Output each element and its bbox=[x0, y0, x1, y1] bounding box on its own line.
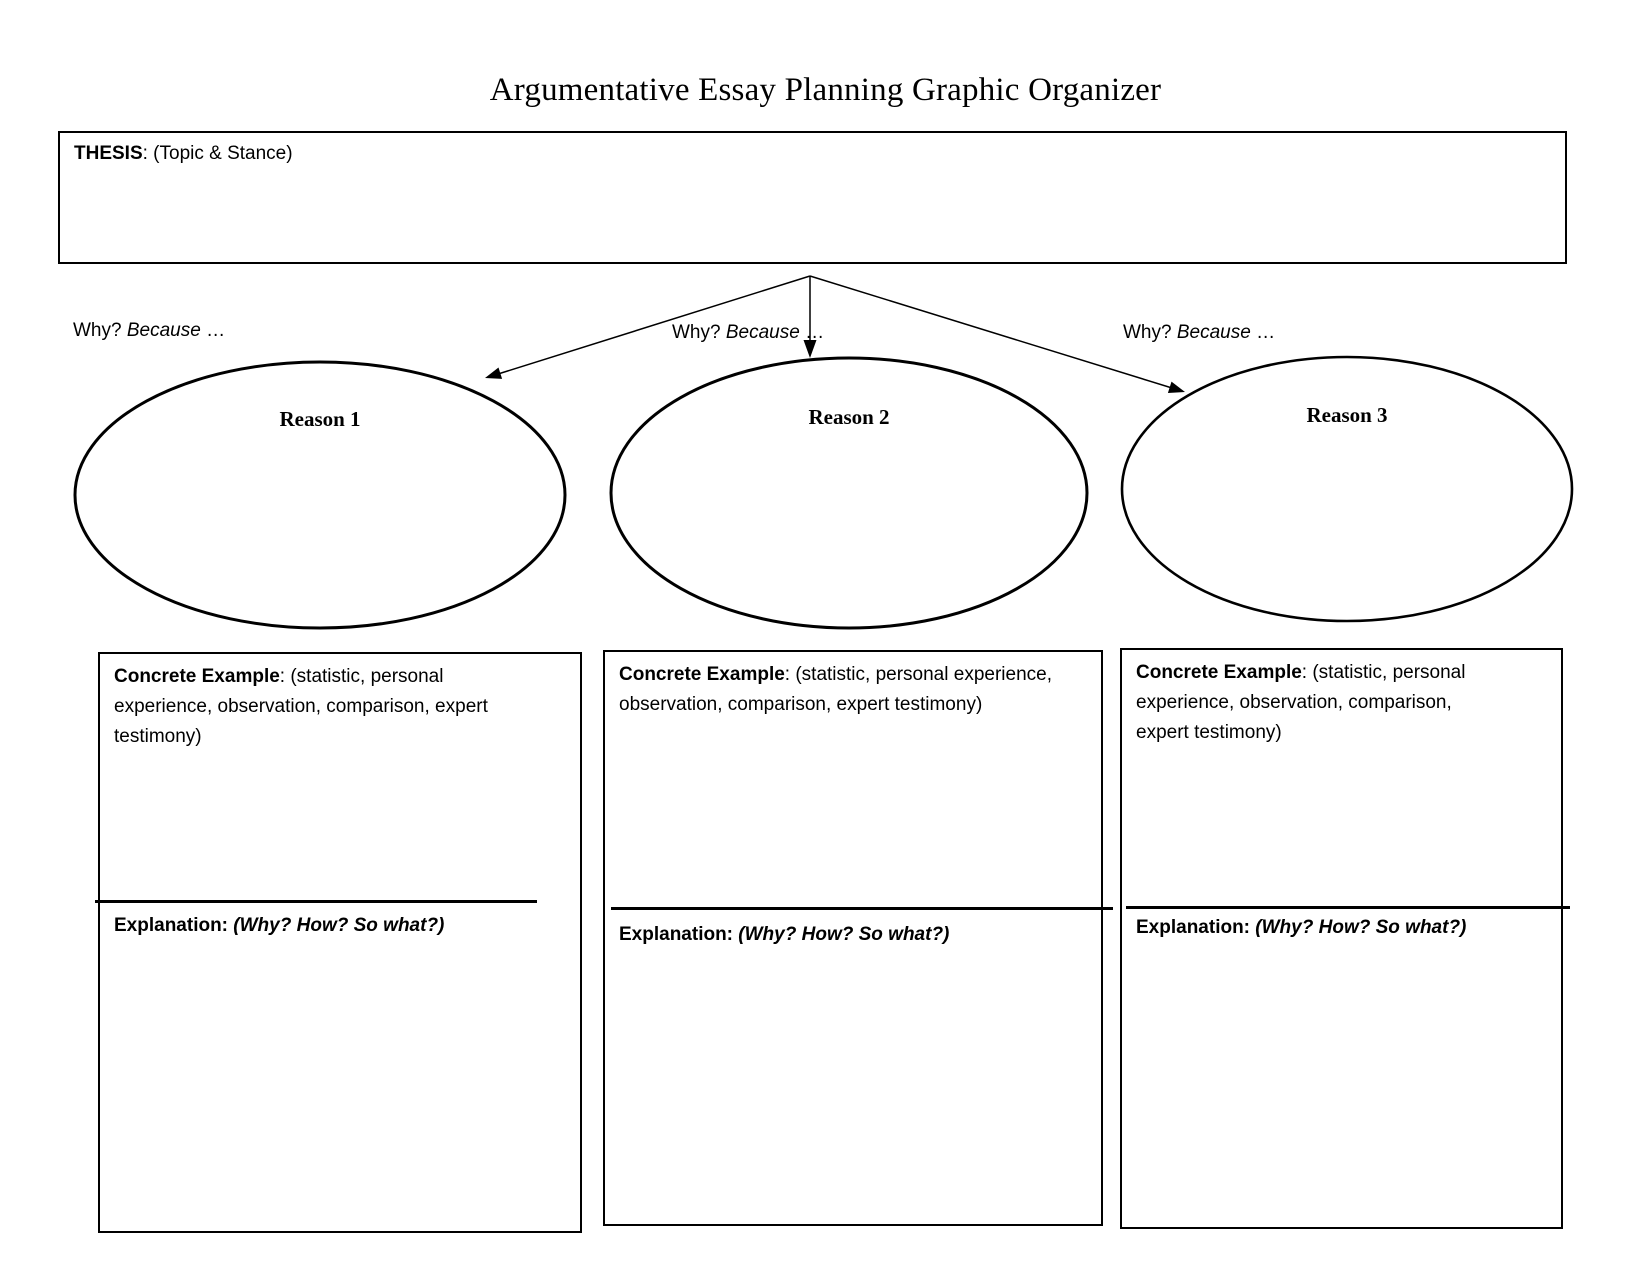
explanation-hint: (Why? How? So what?) bbox=[1250, 917, 1467, 938]
reason-1-ellipse[interactable] bbox=[73, 360, 567, 630]
concrete-example-prompt: Concrete Example: (statistic, personal e… bbox=[1122, 650, 1561, 748]
divider-line bbox=[1126, 906, 1570, 909]
explanation-prompt: Explanation: (Why? How? So what?) bbox=[1122, 909, 1561, 943]
explanation-label: Explanation: bbox=[114, 915, 229, 936]
concrete-line: testimony) bbox=[114, 726, 202, 747]
ellipsis-text: … bbox=[1250, 322, 1276, 343]
concrete-example-prompt: Concrete Example: (statistic, personal e… bbox=[100, 654, 580, 752]
why-text: Why? bbox=[1123, 322, 1172, 343]
why-because-label-3: Why? Because … bbox=[1123, 320, 1275, 346]
concrete-example-area-1[interactable]: Concrete Example: (statistic, personal e… bbox=[100, 654, 580, 900]
reason-1-label: Reason 1 bbox=[279, 407, 361, 431]
evidence-box-2: Concrete Example: (statistic, personal e… bbox=[603, 650, 1113, 1226]
because-text: Because bbox=[121, 320, 201, 341]
concrete-line: expert testimony) bbox=[1136, 722, 1282, 743]
because-text: Because bbox=[1171, 322, 1251, 343]
why-because-label-1: Why? Because … bbox=[73, 318, 225, 344]
why-because-label-2: Why? Because … bbox=[672, 320, 824, 346]
divider-line bbox=[611, 907, 1113, 910]
reason-3-label: Reason 3 bbox=[1306, 403, 1388, 427]
because-text: Because bbox=[720, 322, 800, 343]
concrete-line: experience, observation, comparison, exp… bbox=[114, 696, 488, 717]
arrow-to-reason-2-head-icon bbox=[803, 340, 817, 358]
explanation-area-1[interactable]: Explanation: (Why? How? So what?) bbox=[100, 903, 580, 1231]
explanation-prompt: Explanation: (Why? How? So what?) bbox=[605, 910, 1101, 950]
concrete-example-area-3[interactable]: Concrete Example: (statistic, personal e… bbox=[1122, 650, 1561, 906]
why-text: Why? bbox=[73, 320, 122, 341]
explanation-area-2[interactable]: Explanation: (Why? How? So what?) bbox=[605, 910, 1101, 1224]
concrete-example-label: Concrete Example bbox=[1136, 662, 1302, 683]
arrow-to-reason-3-line bbox=[809, 275, 1173, 389]
evidence-box-3: Concrete Example: (statistic, personal e… bbox=[1120, 648, 1570, 1229]
concrete-hint: : (statistic, personal bbox=[1301, 662, 1466, 683]
thesis-hint: : (Topic & Stance) bbox=[142, 143, 293, 164]
concrete-hint: : (statistic, personal bbox=[279, 666, 444, 687]
concrete-example-label: Concrete Example bbox=[114, 666, 280, 687]
explanation-label: Explanation: bbox=[619, 924, 734, 945]
why-text: Why? bbox=[672, 322, 721, 343]
concrete-line: observation, comparison, expert testimon… bbox=[619, 694, 983, 715]
page-title: Argumentative Essay Planning Graphic Org… bbox=[489, 72, 1162, 108]
concrete-line: Concrete Example: (statistic, personal bbox=[114, 662, 566, 692]
concrete-example-label: Concrete Example bbox=[619, 664, 785, 685]
divider-line bbox=[95, 900, 537, 903]
explanation-hint: (Why? How? So what?) bbox=[228, 915, 445, 936]
arrow-to-reason-3-head-icon bbox=[1167, 381, 1185, 393]
concrete-line: experience, observation, comparison, bbox=[1136, 692, 1452, 713]
thesis-prompt: THESIS: (Topic & Stance) bbox=[74, 141, 1551, 167]
explanation-area-3[interactable]: Explanation: (Why? How? So what?) bbox=[1122, 909, 1561, 1227]
explanation-label: Explanation: bbox=[1136, 917, 1251, 938]
thesis-input-box[interactable]: THESIS: (Topic & Stance) bbox=[58, 131, 1567, 264]
explanation-prompt: Explanation: (Why? How? So what?) bbox=[100, 903, 580, 941]
concrete-line: Concrete Example: (statistic, personal bbox=[1136, 658, 1547, 688]
ellipsis-text: … bbox=[799, 322, 825, 343]
concrete-hint: : (statistic, personal experience, bbox=[784, 664, 1052, 685]
thesis-label: THESIS bbox=[74, 143, 143, 164]
arrow-to-reason-1-line bbox=[497, 275, 811, 375]
explanation-hint: (Why? How? So what?) bbox=[733, 924, 950, 945]
concrete-example-area-2[interactable]: Concrete Example: (statistic, personal e… bbox=[605, 652, 1101, 907]
arrow-to-reason-1-head-icon bbox=[485, 367, 503, 379]
reason-3-ellipse[interactable] bbox=[1120, 355, 1574, 623]
ellipsis-text: … bbox=[200, 320, 226, 341]
reason-2-label: Reason 2 bbox=[808, 405, 890, 429]
concrete-example-prompt: Concrete Example: (statistic, personal e… bbox=[605, 652, 1101, 720]
evidence-box-1: Concrete Example: (statistic, personal e… bbox=[95, 652, 582, 1233]
concrete-line: Concrete Example: (statistic, personal e… bbox=[619, 660, 1087, 690]
reason-2-ellipse[interactable] bbox=[609, 356, 1089, 630]
